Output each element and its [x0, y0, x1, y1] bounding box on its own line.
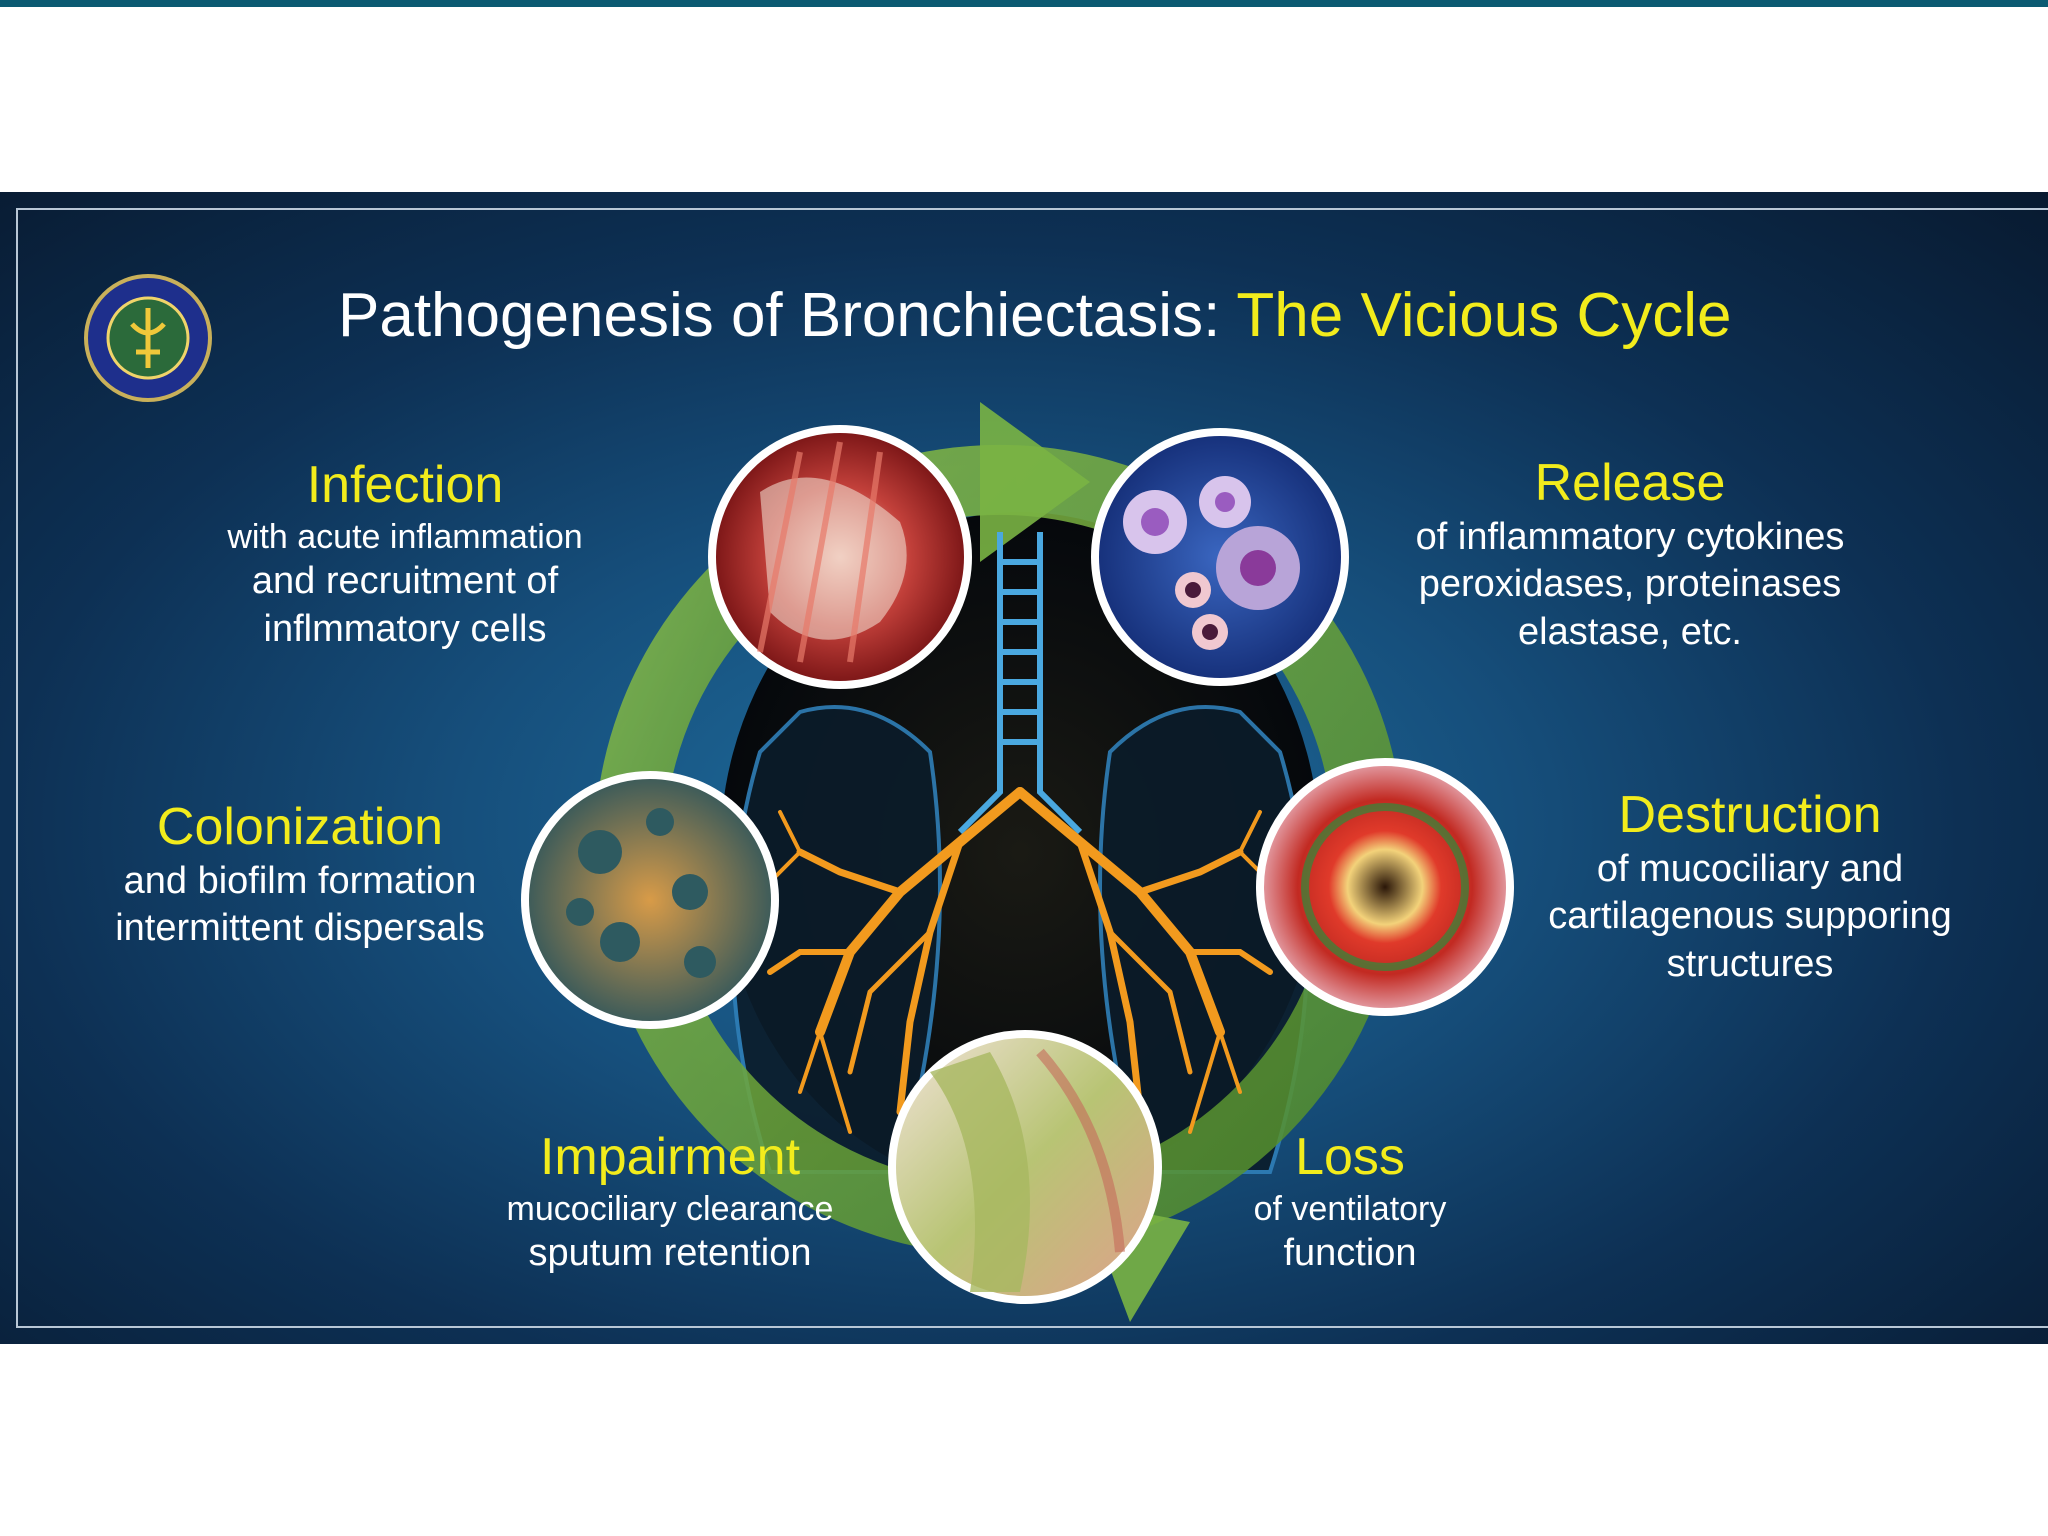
- infection-label: Infection with acute inflammation and re…: [190, 456, 620, 653]
- impairment-image: [888, 1030, 1162, 1304]
- trachea-icon: [957, 532, 1083, 835]
- destruction-line-2: cartilagenous supporing: [1548, 895, 1952, 938]
- infection-line-1: with acute inflammation: [227, 517, 583, 556]
- colonization-heading: Colonization: [156, 798, 444, 856]
- release-line-2: peroxidases, proteinases: [1418, 563, 1842, 606]
- loss-label: Loss of ventilatory function: [1200, 1128, 1500, 1278]
- infection-heading: Infection: [306, 456, 504, 514]
- colonization-line-2: intermittent dispersals: [115, 907, 485, 950]
- slide: Pathogenesis of Bronchiectasis: The Vici…: [0, 192, 2048, 1344]
- release-line-3: elastase, etc.: [1518, 610, 1742, 653]
- infection-line-2: and recruitment of: [251, 560, 559, 603]
- impairment-line-2: sputum retention: [528, 1232, 812, 1275]
- bronchial-tree-icon: [758, 787, 1282, 1134]
- top-accent-bar: [0, 0, 2048, 7]
- infection-line-3: inflmmatory cells: [263, 607, 547, 650]
- release-image: [1091, 428, 1349, 686]
- destruction-label: Destruction of mucociliary and cartilage…: [1530, 786, 1970, 988]
- loss-line-2: function: [1283, 1232, 1417, 1275]
- colonization-image: [521, 771, 779, 1029]
- colonization-label: Colonization and biofilm formation inter…: [80, 798, 520, 953]
- diagram-artwork: [84, 274, 1514, 1322]
- colonization-line-1: and biofilm formation: [123, 859, 477, 902]
- destruction-image: [1256, 758, 1514, 1016]
- release-heading: Release: [1534, 454, 1726, 512]
- loss-heading: Loss: [1295, 1128, 1405, 1186]
- release-label: Release of inflammatory cytokines peroxi…: [1390, 454, 1870, 656]
- destruction-line-1: of mucociliary and: [1596, 847, 1904, 890]
- destruction-line-3: structures: [1666, 942, 1834, 985]
- impairment-heading: Impairment: [539, 1128, 801, 1186]
- slide-title: Pathogenesis of Bronchiectasis: The Vici…: [0, 280, 2048, 351]
- loss-line-1: of ventilatory: [1253, 1189, 1447, 1228]
- impairment-label: Impairment mucociliary clearance sputum …: [470, 1128, 870, 1278]
- infection-image: [708, 425, 972, 689]
- release-line-1: of inflammatory cytokines: [1415, 515, 1845, 558]
- destruction-heading: Destruction: [1618, 786, 1882, 844]
- university-seal-logo: [84, 274, 212, 402]
- impairment-line-1: mucociliary clearance: [506, 1189, 834, 1228]
- title-highlight: The Vicious Cycle: [1236, 281, 1732, 350]
- title-main: Pathogenesis of Bronchiectasis:: [338, 281, 1237, 350]
